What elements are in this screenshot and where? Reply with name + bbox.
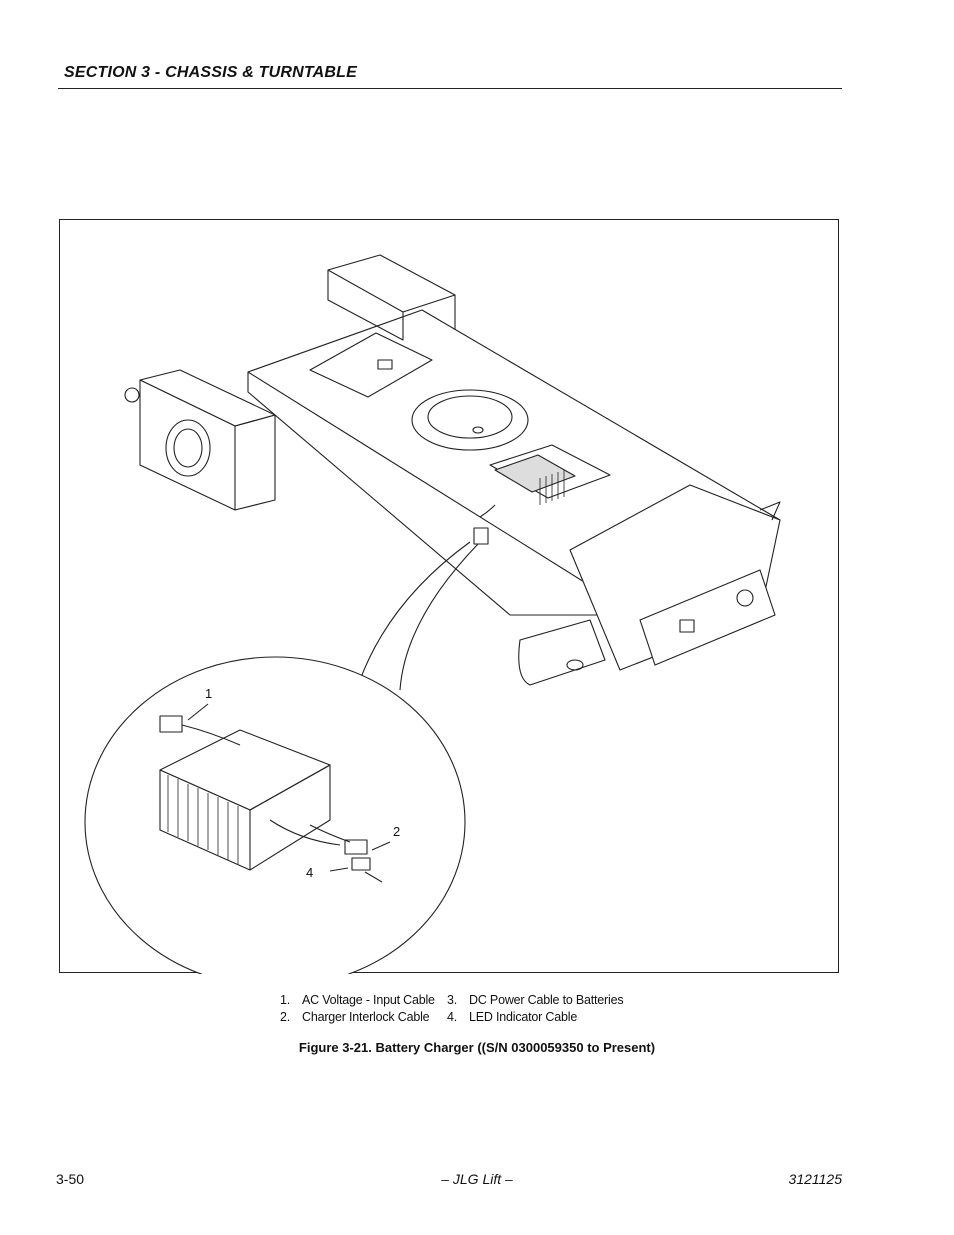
callout-2-label: 2 <box>393 824 400 839</box>
figure-caption: Figure 3-21. Battery Charger ((S/N 03000… <box>298 1040 656 1055</box>
section-title: SECTION 3 - CHASSIS & TURNTABLE <box>64 64 358 81</box>
legend-item: 3. DC Power Cable to Batteries <box>447 992 624 1009</box>
legend-item: 4. LED Indicator Cable <box>447 1009 623 1026</box>
document-number: 3121125 <box>788 1171 842 1187</box>
legend-item-number: 4. <box>447 1010 458 1024</box>
callout-4-label: 4 <box>306 865 313 880</box>
legend-item-text: AC Voltage - Input Cable <box>302 993 435 1007</box>
legend-item-text: LED Indicator Cable <box>469 1010 578 1024</box>
legend-item: 1. AC Voltage - Input Cable <box>280 992 435 1009</box>
legend-item-number: 1. <box>280 993 291 1007</box>
header-rule <box>58 88 842 89</box>
legend-column-right: 3. DC Power Cable to Batteries 4. LED Indi… <box>447 992 624 1026</box>
legend-item: 2. Charger Interlock Cable <box>280 1009 435 1026</box>
legend-item-text: DC Power Cable to Batteries <box>469 993 624 1007</box>
legend-item-number: 2. <box>280 1010 291 1024</box>
callout-1-label: 1 <box>205 686 212 701</box>
figure-frame: 1 2 4 <box>59 219 839 974</box>
legend-item-number: 3. <box>447 993 458 1007</box>
legend-column-left: 1. AC Voltage - Input Cable 2. Charger Int… <box>280 992 435 1026</box>
legend-item-text: Charger Interlock Cable <box>302 1010 430 1024</box>
page-number: 3-50 <box>56 1171 85 1187</box>
chassis-illustration: 1 2 4 <box>84 254 781 974</box>
publisher-name: – JLG Lift – <box>441 1171 513 1187</box>
